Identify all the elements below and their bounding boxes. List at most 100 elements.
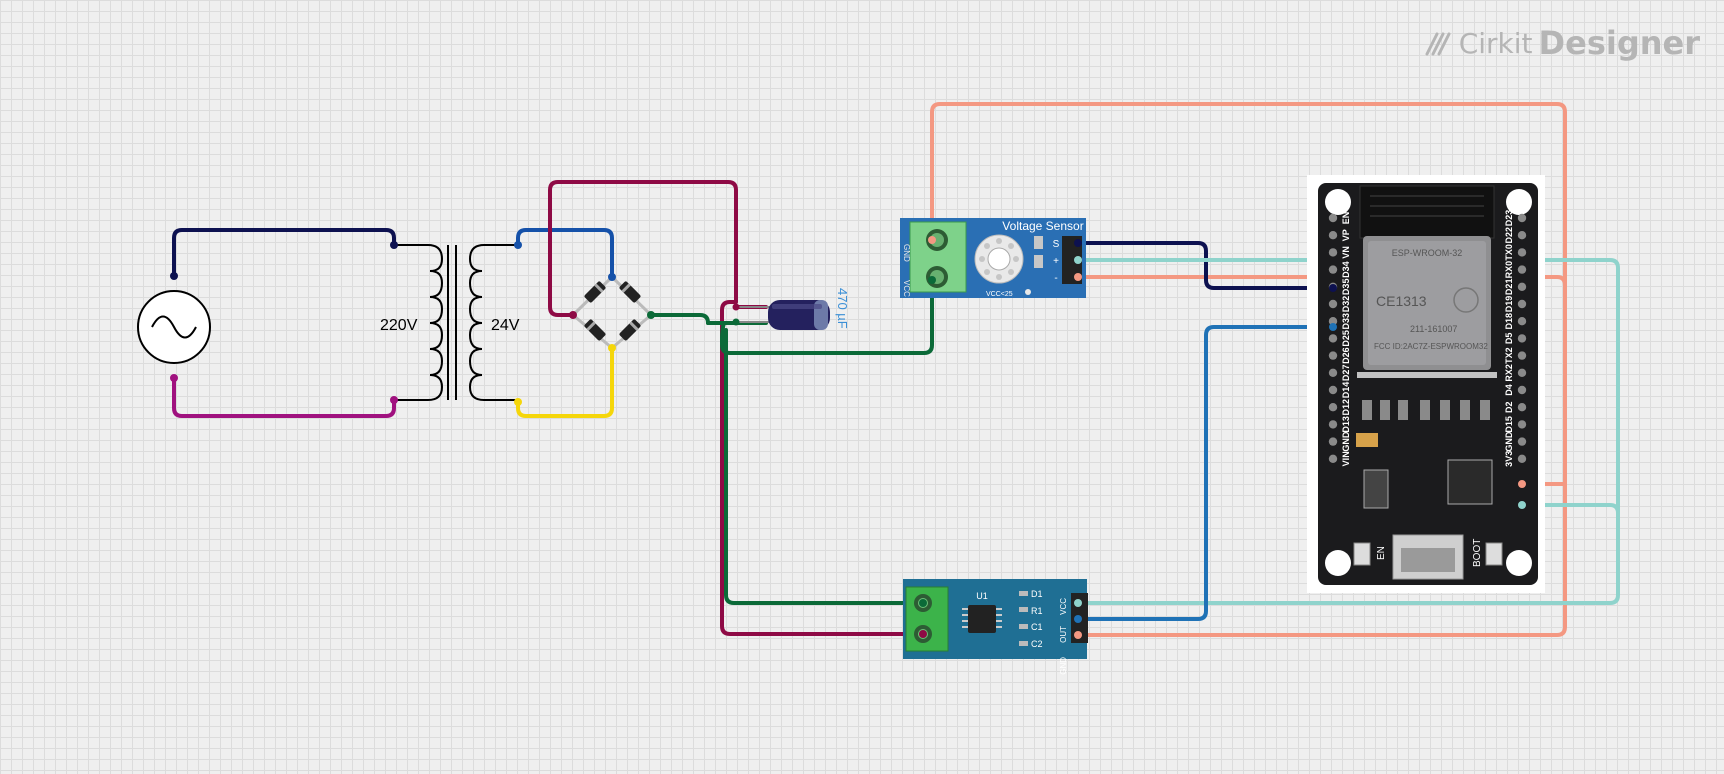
esp32-pad-d33[interactable] [1328,317,1338,326]
esp32-pin-label-rx2: RX2 [1504,364,1514,382]
voltage-sensor-module[interactable]: GND VCC Voltage Sensor VCC<25 S + - [900,218,1086,298]
wire-vs-vcc-to-esp[interactable] [930,102,1567,637]
capacitor-value-label: 470 µF [835,288,850,329]
cs-led-r1: R1 [1031,606,1043,616]
esp32-pin-d35[interactable] [1329,323,1337,331]
esp32-pad-d25[interactable] [1328,334,1338,343]
wire-bridge-negative[interactable] [548,180,924,636]
cs-pin-vcc-label: VCC [1059,598,1068,615]
esp32-pad-d14[interactable] [1328,385,1338,395]
cs-terminal-pin-2[interactable] [919,630,927,638]
wire-secondary-bottom[interactable] [516,346,614,418]
wire-secondary-top[interactable] [516,228,614,279]
electrolytic-capacitor[interactable] [732,300,831,330]
esp32-pad-d23[interactable] [1517,213,1527,223]
ac-terminal-bottom[interactable] [170,374,178,382]
module-ce: CE1313 [1376,293,1427,309]
primary-terminal-bottom[interactable] [390,396,398,404]
esp32-pad-d5[interactable] [1517,334,1527,343]
esp32-pin-label-d32: D32 [1341,296,1351,313]
esp32-pin-label-d25: D25 [1341,330,1351,347]
esp32-pin-label-d19: D19 [1504,296,1514,313]
wire-vs-minus-salmon[interactable] [1076,275,1567,287]
cs-terminal-pin-1[interactable] [919,599,927,607]
cs-pin-out[interactable] [1074,615,1082,623]
esp32-pad-d22[interactable] [1517,231,1527,240]
wire-ac-top[interactable] [172,228,396,277]
primary-terminal-top[interactable] [390,241,398,249]
cs-pin-gnd[interactable] [1074,631,1082,639]
esp32-pin-3v3[interactable] [1518,501,1526,509]
cs-pin-vcc[interactable] [1074,599,1082,607]
ac-source[interactable] [137,272,211,382]
esp32-pin-d34[interactable] [1329,284,1337,292]
brand-name: Cirkit [1458,26,1533,60]
wire-vs-signal[interactable] [1076,241,1335,290]
bridge-rectifier[interactable] [569,273,655,352]
esp32-pad-vn[interactable] [1328,248,1338,257]
esp32-pin-label-tx0: TX0 [1504,244,1514,261]
esp32-right-pins: D23D22TX0RX0D21D19D18D5TX2RX2D4D2D15GND3… [1504,210,1527,467]
primary-coil [394,244,444,401]
esp32-pad-d18[interactable] [1517,317,1527,326]
esp32-pad-gnd[interactable] [1328,437,1338,446]
bridge-positive-pin[interactable] [647,311,655,319]
ac-terminal-top[interactable] [170,272,178,280]
vs-pin-s[interactable] [1074,239,1082,247]
esp32-pad-d2[interactable] [1517,403,1527,412]
wire-ac-bottom[interactable] [172,376,396,418]
bridge-ac2-pin[interactable] [608,344,616,352]
esp32-pad-d19[interactable] [1517,299,1527,309]
usb-uart-chip [1447,459,1493,505]
esp32-pin-label-d21: D21 [1504,279,1514,296]
esp32-pad-d32[interactable] [1328,299,1338,309]
vs-pin-plus[interactable] [1074,256,1082,264]
esp32-pad-d34[interactable] [1328,265,1338,274]
en-button[interactable] [1353,542,1371,566]
vs-pin-minus[interactable] [1074,273,1082,281]
current-sensor-module[interactable]: U1 D1 R1 C1 C2 VCC OUT GND [903,579,1088,675]
transformer[interactable] [390,241,522,406]
bridge-negative-pin[interactable] [569,311,577,319]
wire-green-current[interactable] [724,328,924,605]
esp32-pad-tx0[interactable] [1517,248,1527,257]
esp32-pin-gnd[interactable] [1518,480,1526,488]
esp32-pin-label-d27: D27 [1341,365,1351,382]
esp32-pad-d12[interactable] [1328,403,1338,412]
vs-terminal-pin-1[interactable] [928,236,936,244]
bridge-outline [571,275,653,350]
wire-esp-3v3-teal[interactable] [1520,503,1620,515]
secondary-terminal-top[interactable] [514,241,522,249]
capacitor-neg-pin[interactable] [732,303,740,311]
potentiometer-icon [974,234,1024,284]
esp32-pad-d15[interactable] [1517,420,1527,429]
esp32-pin-label-d22: D22 [1504,227,1514,244]
secondary-terminal-bottom[interactable] [514,398,522,406]
vs-pin-s-label: S [1053,239,1060,250]
esp32-left-pins: ENVPVND34D35D32D33D25D26D27D14D12D13GNDV… [1328,212,1351,466]
esp32-pad-rx2[interactable] [1517,368,1527,377]
esp32-pad-d26[interactable] [1328,351,1338,360]
esp32-pad-rx0[interactable] [1517,265,1527,274]
esp32-pad-gnd[interactable] [1517,437,1527,446]
bridge-ac1-pin[interactable] [608,273,616,281]
wire-cs-out[interactable] [1060,325,1335,621]
vs-terminal-pin-2[interactable] [928,276,936,284]
esp32-board[interactable]: ESP-WROOM-32 CE1313 211-161007 FCC ID:2A… [1307,175,1545,593]
vs-terminal-gnd: GND [902,244,911,262]
esp32-pin-label-d26: D26 [1341,347,1351,364]
esp32-pad-d21[interactable] [1517,282,1527,291]
primary-voltage-label: 220V [380,317,418,334]
capacitor-pos-pin[interactable] [732,318,740,326]
esp32-pad-vp[interactable] [1328,231,1338,240]
esp32-pin-label-d34: D34 [1341,261,1351,278]
esp32-pad-en[interactable] [1328,213,1338,223]
boot-button[interactable] [1485,542,1503,566]
esp32-pad-vin[interactable] [1328,454,1338,463]
esp32-pad-d13[interactable] [1328,420,1338,429]
esp32-pad-tx2[interactable] [1517,351,1527,360]
esp32-pad-d4[interactable] [1517,385,1527,395]
esp32-pad-d27[interactable] [1328,368,1338,377]
esp32-pad-3v3[interactable] [1517,454,1527,463]
wire-vs-plus-teal[interactable] [1060,258,1620,605]
